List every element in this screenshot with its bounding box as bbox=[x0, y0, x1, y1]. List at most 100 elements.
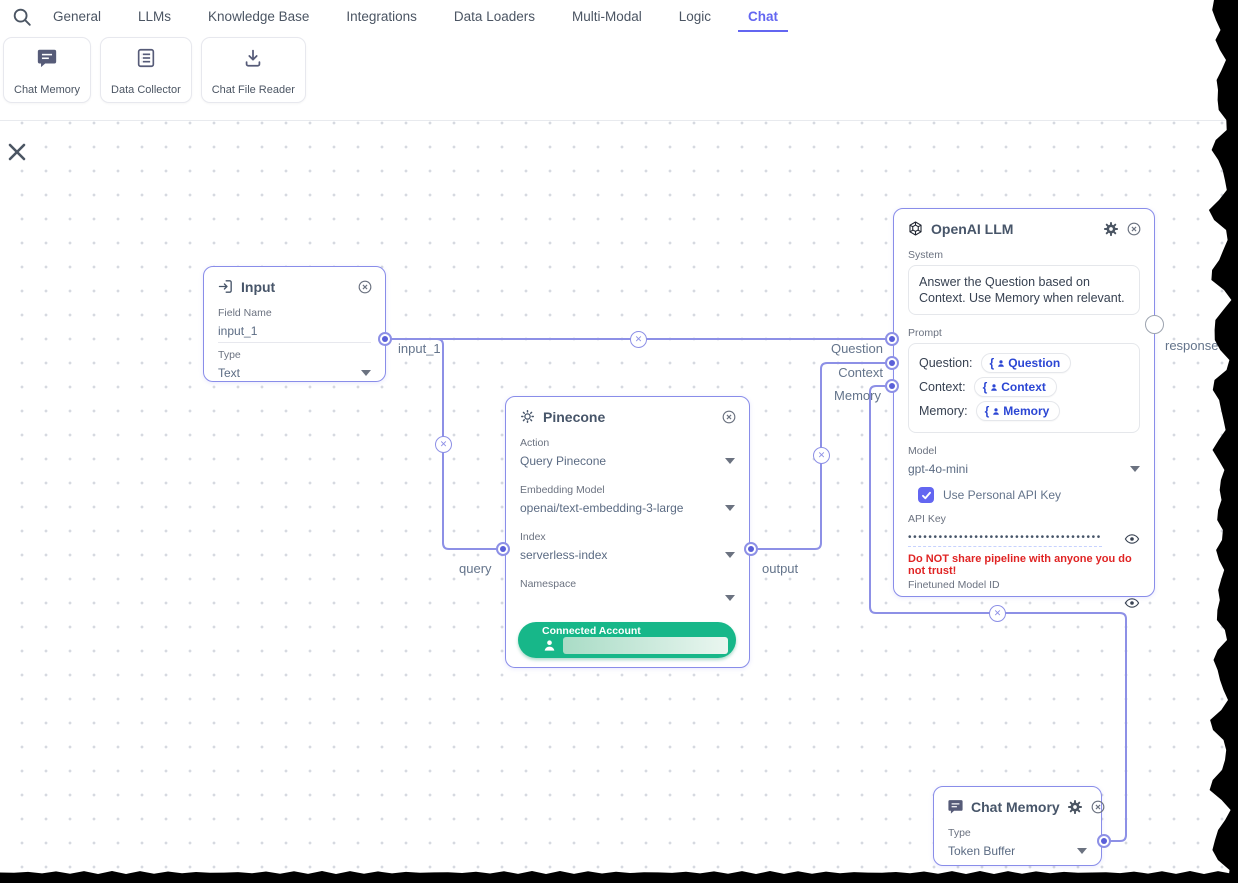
close-node-icon[interactable] bbox=[1126, 221, 1142, 237]
embedding-model-select[interactable]: openai/text-embedding-3-large bbox=[506, 498, 749, 519]
api-key-input[interactable]: •••••••••••••••••••••••••••••••••••••• bbox=[908, 532, 1102, 547]
variable-chip-context[interactable]: { Context bbox=[973, 377, 1057, 397]
node-title: Pinecone bbox=[543, 408, 606, 425]
person-icon bbox=[993, 407, 1000, 415]
prompt-editor[interactable]: Question: { Question Context: { Context … bbox=[908, 343, 1140, 433]
handle-llm-response[interactable] bbox=[1145, 315, 1164, 334]
chip-label: Context bbox=[1001, 380, 1046, 394]
model-label: Model bbox=[908, 445, 937, 457]
person-icon bbox=[991, 383, 998, 391]
chevron-down-icon bbox=[1130, 466, 1140, 472]
variable-chip-memory[interactable]: { Memory bbox=[975, 401, 1061, 421]
person-icon bbox=[544, 640, 555, 651]
variable-icon: { bbox=[989, 356, 995, 370]
field-name-label: Field Name bbox=[218, 307, 272, 319]
checkbox-label: Use Personal API Key bbox=[943, 488, 1062, 502]
handle-llm-context[interactable] bbox=[885, 356, 899, 370]
type-select[interactable]: Text bbox=[204, 363, 385, 384]
palette-item-label: Data Collector bbox=[111, 84, 181, 96]
delete-edge-icon[interactable]: ✕ bbox=[989, 605, 1006, 622]
tab-integrations[interactable]: Integrations bbox=[346, 9, 417, 24]
eye-icon[interactable] bbox=[1124, 595, 1140, 611]
index-select[interactable]: serverless-index bbox=[506, 545, 749, 566]
handle-label-input-1: input_1 bbox=[398, 341, 441, 356]
download-icon bbox=[246, 49, 261, 67]
node-palette: Chat Memory Data Collector Chat File Rea… bbox=[3, 37, 306, 103]
connected-account-value bbox=[563, 637, 728, 654]
handle-pinecone-query[interactable] bbox=[496, 542, 510, 556]
chat-bubble-icon bbox=[37, 49, 57, 68]
api-key-label: API Key bbox=[908, 513, 946, 525]
close-node-icon[interactable] bbox=[721, 409, 737, 425]
chip-label: Memory bbox=[1003, 404, 1050, 418]
tab-logic[interactable]: Logic bbox=[678, 9, 712, 24]
tab-data-loaders[interactable]: Data Loaders bbox=[453, 9, 535, 24]
index-label: Index bbox=[520, 531, 546, 543]
handle-llm-question[interactable] bbox=[885, 332, 899, 346]
close-node-icon[interactable] bbox=[357, 279, 373, 295]
delete-edge-icon[interactable]: ✕ bbox=[435, 436, 452, 453]
connected-account-button[interactable]: Connected Account bbox=[518, 622, 736, 658]
chevron-down-icon bbox=[725, 552, 735, 558]
node-openai-llm[interactable]: OpenAI LLM System Answer the Question ba… bbox=[893, 208, 1155, 608]
handle-label-memory: Memory bbox=[834, 388, 881, 403]
tab-knowledge-base[interactable]: Knowledge Base bbox=[208, 9, 310, 24]
namespace-select[interactable] bbox=[506, 592, 749, 605]
prompt-row-key: Question: bbox=[919, 356, 973, 370]
top-nav: General LLMs Knowledge Base Integrations… bbox=[0, 0, 1238, 33]
model-select[interactable]: gpt-4o-mini bbox=[894, 459, 1154, 480]
gear-icon[interactable] bbox=[1067, 799, 1083, 815]
handle-label-question: Question bbox=[830, 341, 883, 356]
palette-chat-file-reader[interactable]: Chat File Reader bbox=[200, 37, 306, 103]
gear-icon[interactable] bbox=[1103, 221, 1119, 237]
node-chat-memory[interactable]: Chat Memory Type Token Buffer bbox=[933, 786, 1105, 866]
field-name-input[interactable]: input_1 bbox=[218, 324, 258, 338]
embedding-model-label: Embedding Model bbox=[520, 484, 605, 496]
handle-llm-memory[interactable] bbox=[885, 379, 899, 393]
prompt-row-key: Memory: bbox=[919, 404, 968, 418]
tab-llms[interactable]: LLMs bbox=[138, 9, 172, 24]
delete-edge-icon[interactable]: ✕ bbox=[813, 447, 830, 464]
handle-chat-memory-output[interactable] bbox=[1097, 834, 1111, 848]
handle-label-output: output bbox=[762, 561, 799, 576]
finetuned-model-label: Finetuned Model ID bbox=[908, 579, 1000, 591]
search-icon[interactable] bbox=[11, 6, 33, 28]
system-label: System bbox=[908, 249, 944, 261]
pinecone-icon bbox=[520, 409, 535, 424]
tab-multi-modal[interactable]: Multi-Modal bbox=[571, 9, 642, 24]
chevron-down-icon bbox=[725, 595, 735, 601]
palette-chat-memory[interactable]: Chat Memory bbox=[3, 37, 92, 103]
palette-item-label: Chat File Reader bbox=[211, 84, 295, 96]
variable-chip-question[interactable]: { Question bbox=[980, 353, 1072, 373]
handle-label-response: response bbox=[1165, 338, 1219, 353]
checkbox-checked-icon bbox=[918, 487, 934, 503]
delete-edge-icon[interactable]: ✕ bbox=[630, 331, 647, 348]
variable-icon: { bbox=[982, 380, 988, 394]
tab-chat[interactable]: Chat bbox=[738, 1, 789, 32]
handle-input-output[interactable] bbox=[378, 332, 392, 346]
close-canvas-icon[interactable] bbox=[5, 140, 29, 164]
close-node-icon[interactable] bbox=[1090, 799, 1106, 815]
node-pinecone[interactable]: Pinecone Action Query Pinecone Embedding… bbox=[505, 396, 750, 668]
node-input[interactable]: Input Field Name input_1 Type Text bbox=[203, 266, 386, 382]
action-select[interactable]: Query Pinecone bbox=[506, 451, 749, 472]
use-personal-api-key-checkbox[interactable]: Use Personal API Key bbox=[894, 480, 1154, 507]
chat-bubble-icon bbox=[948, 800, 963, 814]
prompt-row-key: Context: bbox=[919, 380, 966, 394]
chevron-down-icon bbox=[725, 458, 735, 464]
handle-pinecone-output[interactable] bbox=[744, 542, 758, 556]
embedding-model-select-value: openai/text-embedding-3-large bbox=[520, 501, 684, 515]
chevron-down-icon bbox=[725, 505, 735, 511]
tab-general[interactable]: General bbox=[53, 9, 102, 24]
eye-icon[interactable] bbox=[1124, 531, 1140, 547]
nav-tabs: General LLMs Knowledge Base Integrations… bbox=[51, 1, 789, 32]
palette-data-collector[interactable]: Data Collector bbox=[100, 37, 192, 103]
node-title: OpenAI LLM bbox=[931, 220, 1014, 237]
type-select-value: Token Buffer bbox=[948, 844, 1016, 858]
system-textarea[interactable]: Answer the Question based on Context. Us… bbox=[908, 265, 1140, 315]
type-select[interactable]: Token Buffer bbox=[934, 841, 1101, 862]
action-label: Action bbox=[520, 437, 550, 449]
system-text: Answer the Question based on Context. Us… bbox=[919, 275, 1125, 305]
model-select-value: gpt-4o-mini bbox=[908, 462, 969, 476]
